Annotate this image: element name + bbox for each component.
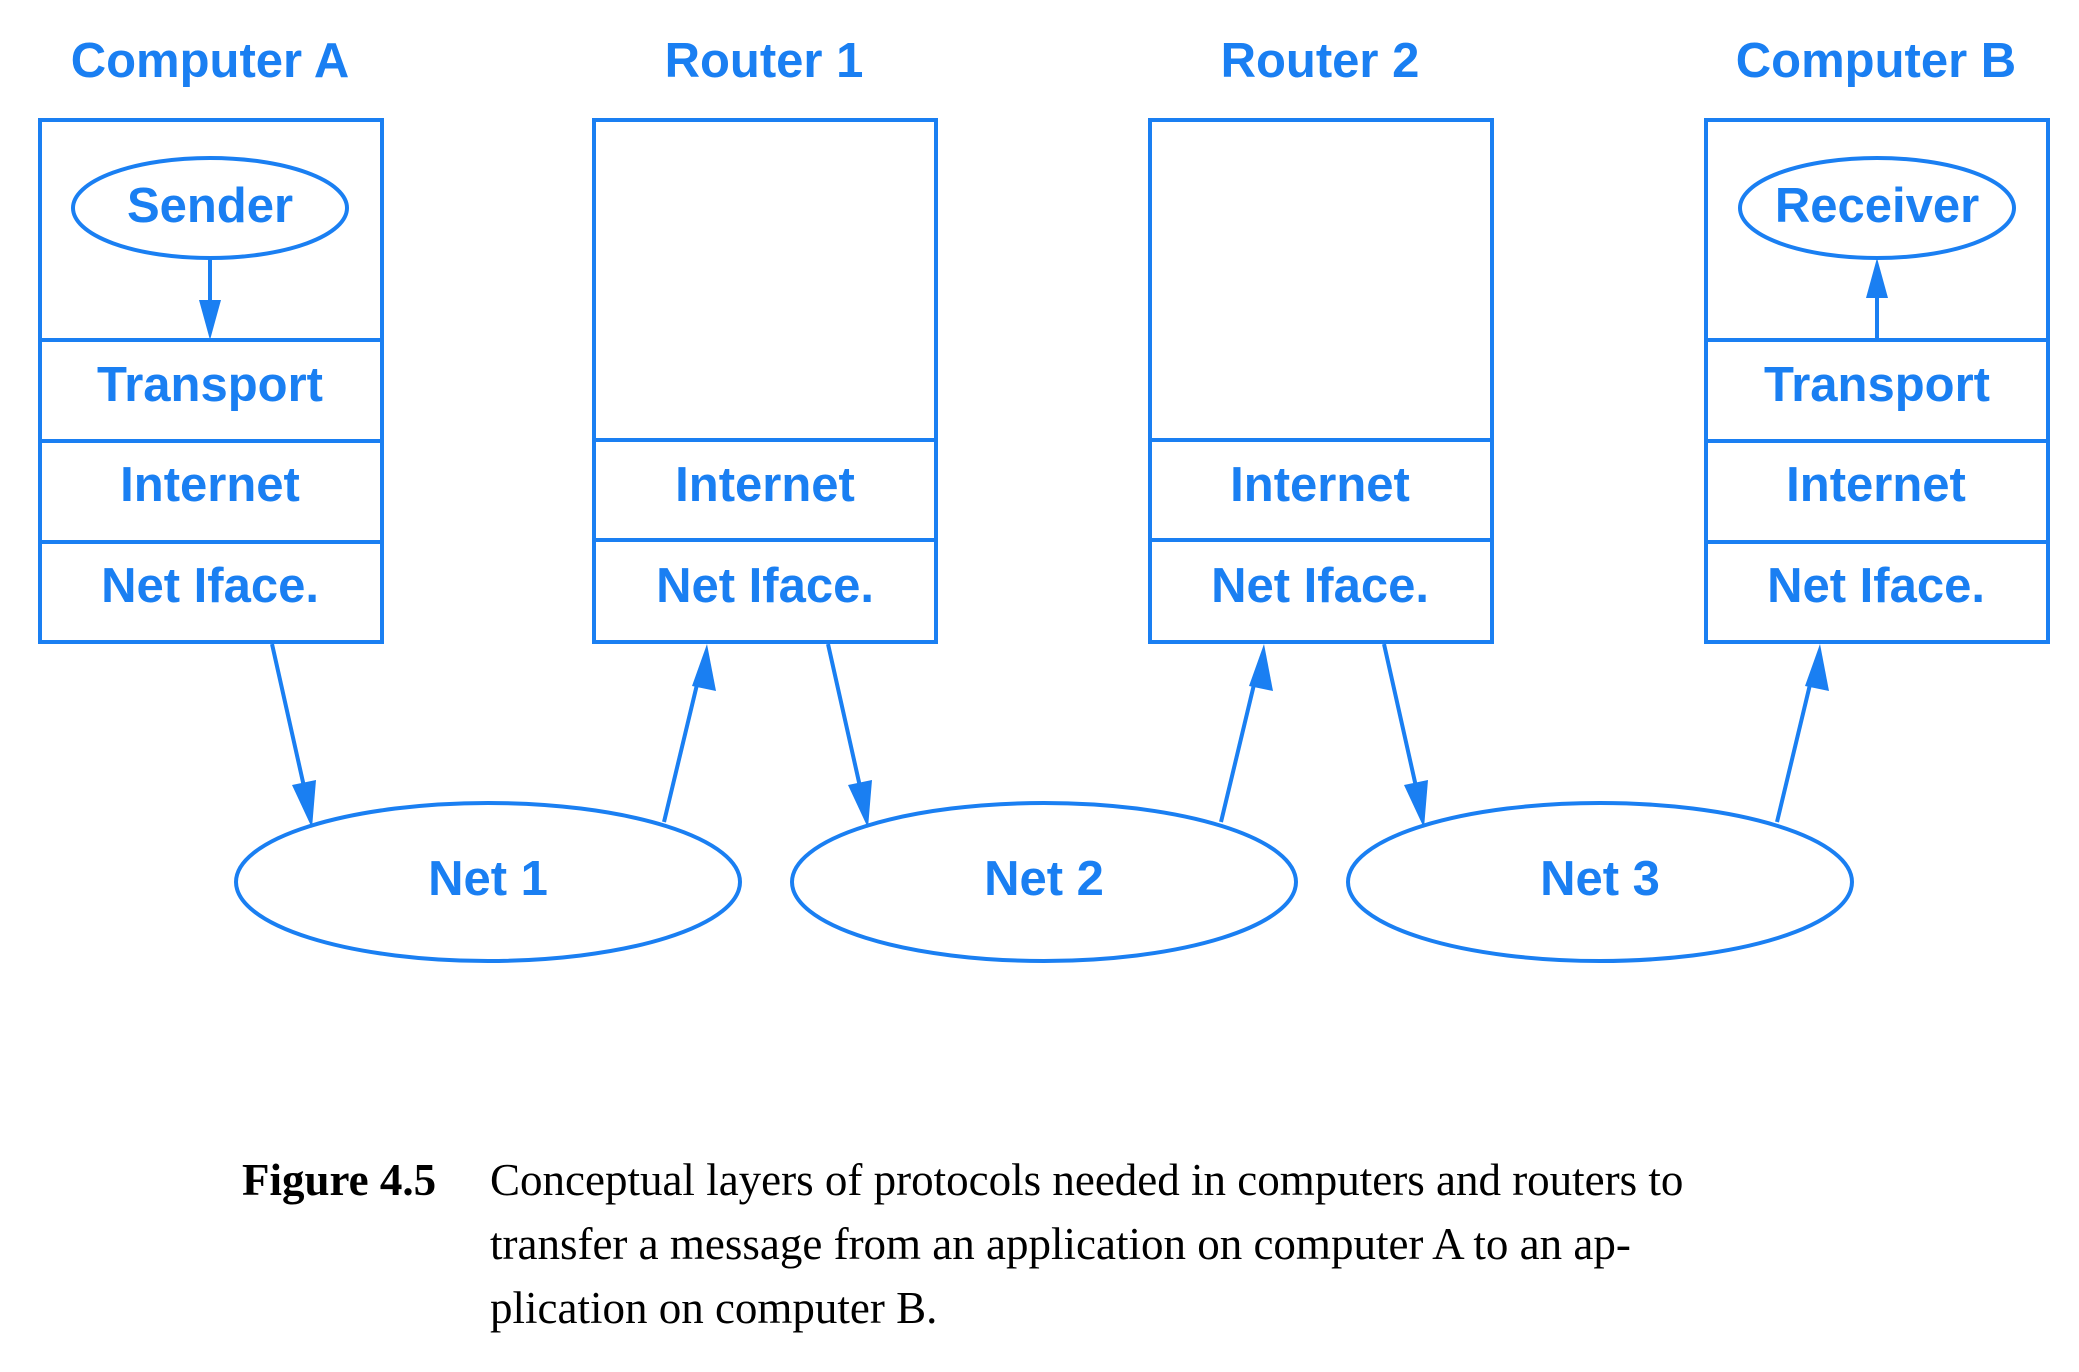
router-2-title: Router 2 bbox=[1221, 34, 1420, 88]
router-1-layer-net-iface: Net Iface. bbox=[656, 559, 874, 613]
computer-a-box bbox=[38, 118, 384, 644]
router-2-layer-net-iface: Net Iface. bbox=[1211, 559, 1429, 613]
net3-to-b-arrowhead bbox=[1805, 644, 1829, 691]
caption-line-1: Conceptual layers of protocols needed in… bbox=[490, 1155, 1684, 1205]
net2-to-r2-line bbox=[1219, 671, 1259, 823]
net1-to-r1-arrowhead bbox=[692, 644, 716, 691]
computer-a-layer-internet: Internet bbox=[120, 458, 300, 512]
computer-b-title: Computer B bbox=[1736, 34, 2016, 88]
router-1-title: Router 1 bbox=[665, 34, 864, 88]
router-1-box bbox=[592, 118, 938, 644]
net-1-label: Net 1 bbox=[428, 852, 548, 906]
figure-number: Figure 4.5 bbox=[242, 1155, 437, 1205]
r2-to-net3-line bbox=[1382, 643, 1421, 801]
router-2-layer-internet: Internet bbox=[1230, 458, 1410, 512]
computer-b-box bbox=[1704, 118, 2050, 644]
computer-a-title: Computer A bbox=[71, 34, 350, 88]
router-2-box bbox=[1148, 118, 1494, 644]
a-to-net1-arrowhead bbox=[292, 780, 316, 828]
network-3: Net 3 bbox=[1346, 801, 1854, 963]
a-to-net1-line bbox=[270, 643, 309, 801]
sender-app-label: Sender bbox=[127, 179, 293, 233]
net2-to-r2-arrowhead bbox=[1249, 644, 1273, 691]
path-arrows bbox=[270, 643, 1829, 828]
receiver-up-arrowhead bbox=[1866, 258, 1888, 298]
net-2-ellipse bbox=[790, 801, 1298, 963]
net-3-ellipse bbox=[1346, 801, 1854, 963]
computer-a-layer-net-iface: Net Iface. bbox=[101, 559, 319, 613]
network-1: Net 1 bbox=[234, 801, 742, 963]
router-2: Router 2 Internet Net Iface. bbox=[1148, 34, 1494, 644]
r1-to-net2-arrowhead bbox=[848, 780, 872, 828]
net-1-ellipse bbox=[234, 801, 742, 963]
net-3-label: Net 3 bbox=[1540, 852, 1660, 906]
computer-b: Computer B Receiver Transport Internet N… bbox=[1704, 34, 2050, 644]
computer-b-layer-transport: Transport bbox=[1764, 358, 1990, 412]
r1-to-net2-line bbox=[826, 643, 865, 801]
router-1: Router 1 Internet Net Iface. bbox=[592, 34, 938, 644]
sender-down-arrowhead bbox=[199, 300, 221, 340]
computer-a-layer-transport: Transport bbox=[97, 358, 323, 412]
network-2: Net 2 bbox=[790, 801, 1298, 963]
r2-to-net3-arrowhead bbox=[1404, 780, 1428, 828]
net-2-label: Net 2 bbox=[984, 852, 1104, 906]
net1-to-r1-line bbox=[662, 671, 702, 823]
net3-to-b-line bbox=[1775, 671, 1815, 823]
caption-line-3: plication on computer B. bbox=[490, 1283, 938, 1333]
computer-a: Computer A Sender Transport Internet Net… bbox=[38, 34, 384, 644]
receiver-app-label: Receiver bbox=[1775, 179, 1979, 233]
computer-b-layer-internet: Internet bbox=[1786, 458, 1966, 512]
router-1-layer-internet: Internet bbox=[675, 458, 855, 512]
computer-b-layer-net-iface: Net Iface. bbox=[1767, 559, 1985, 613]
caption-line-2: transfer a message from an application o… bbox=[490, 1219, 1631, 1269]
